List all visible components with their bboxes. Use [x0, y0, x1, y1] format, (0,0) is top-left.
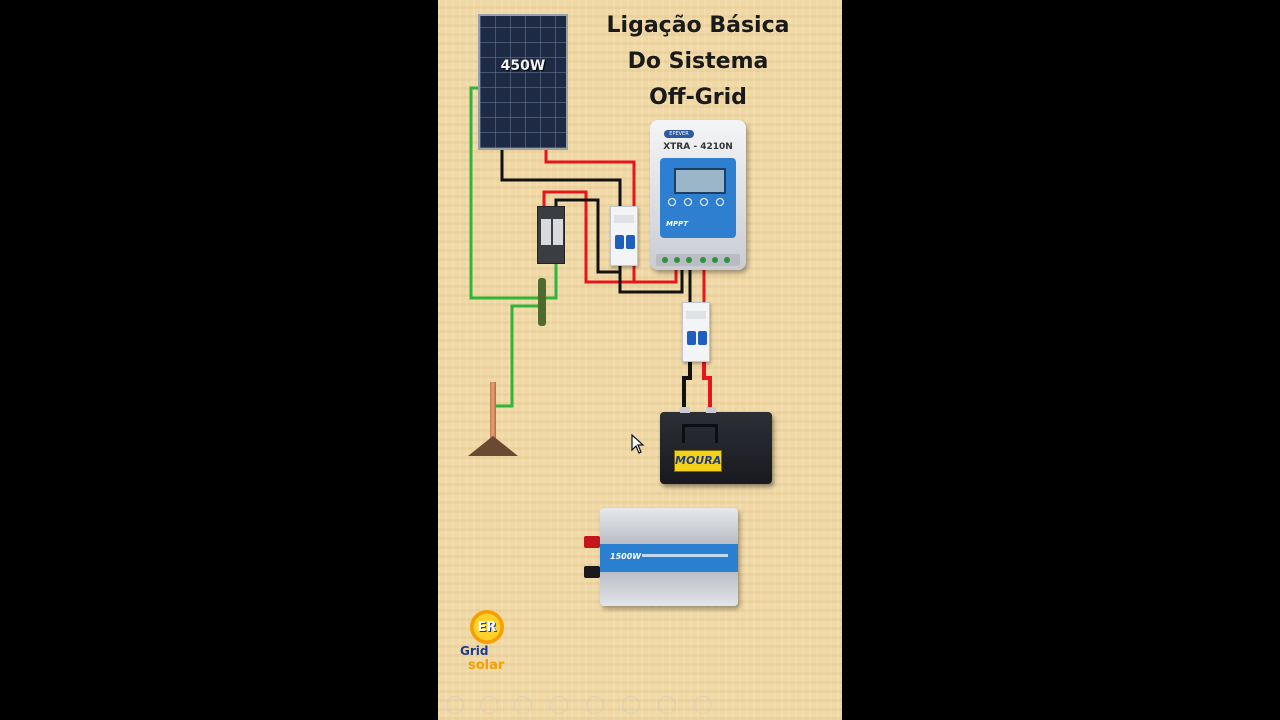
pv-breaker-toggle-1 — [615, 235, 624, 249]
battery-breaker — [682, 302, 710, 362]
title-line-2: Do Sistema — [627, 49, 769, 74]
battery-brand: MOURA — [675, 454, 722, 467]
controller-terminals — [656, 254, 740, 266]
cursor-icon — [631, 434, 645, 454]
surge-module-2 — [553, 219, 563, 245]
breaker-controller-negative — [618, 266, 684, 294]
controller-brand: EPEVER — [664, 130, 694, 138]
screen-icon[interactable] — [622, 696, 640, 714]
ground-wire-rod — [494, 304, 540, 408]
forward-icon[interactable] — [480, 696, 498, 714]
grounding-rod-icon — [490, 382, 496, 442]
video-toolbar[interactable] — [438, 692, 842, 718]
video-frame: Ligação Básica Do Sistema Off-Grid 450W … — [438, 0, 842, 720]
terminal — [724, 257, 730, 263]
logo-bottom-text: solar — [468, 658, 505, 673]
battery-negative-wire — [682, 362, 692, 410]
panel-positive-wire — [544, 150, 636, 208]
terminal — [686, 257, 692, 263]
inverter-positive-terminal — [584, 536, 600, 548]
panel-negative-wire — [500, 150, 622, 208]
logo-sun-icon — [470, 610, 504, 644]
battery-positive-wire — [702, 362, 712, 410]
subtitles-icon[interactable] — [658, 696, 676, 714]
breaker-controller-positive — [632, 266, 678, 284]
pv-breaker-label — [614, 215, 634, 223]
pv-breaker — [610, 206, 638, 266]
surge-module-1 — [541, 219, 551, 245]
terminal — [674, 257, 680, 263]
back-icon[interactable] — [446, 696, 464, 714]
controller-button-3 — [700, 198, 708, 206]
pen-icon[interactable] — [514, 696, 532, 714]
battery-handle — [682, 424, 718, 443]
pv-breaker-toggle-2 — [626, 235, 635, 249]
soil-mound — [468, 436, 518, 456]
battery-positive-post — [706, 407, 716, 413]
controller-model: XTRA - 4210N — [663, 142, 733, 152]
inverter-rating: 1500W — [610, 552, 642, 561]
terminal — [662, 257, 668, 263]
slides-icon[interactable] — [550, 696, 568, 714]
logo-top-text: ER — [477, 620, 497, 635]
controller-type-label: MPPT — [666, 220, 689, 228]
controller-face: MPPT — [660, 158, 736, 238]
solar-panel: 450W — [478, 14, 568, 150]
battery-label-box: MOURA — [674, 450, 722, 472]
inverter: 1500W — [584, 508, 738, 606]
surge-protector — [537, 206, 565, 264]
inverter-label-band: 1500W — [600, 544, 738, 572]
logo-middle-text: Grid — [460, 644, 489, 658]
controller-button-2 — [684, 198, 692, 206]
controller-button-4 — [716, 198, 724, 206]
battery-negative-post — [680, 407, 690, 413]
controller-display — [674, 168, 726, 194]
ground-wire-dps — [544, 262, 558, 300]
battery-breaker-toggle-1 — [687, 331, 696, 345]
inverter-stripe — [642, 554, 728, 557]
title-line-1: Ligação Básica — [606, 13, 790, 38]
controller-button-1 — [668, 198, 676, 206]
terminal — [712, 257, 718, 263]
battery: MOURA — [660, 407, 772, 484]
inverter-negative-terminal — [584, 566, 600, 578]
battery-breaker-toggle-2 — [698, 331, 707, 345]
title-line-3: Off-Grid — [649, 85, 747, 110]
zoom-icon[interactable] — [586, 696, 604, 714]
more-icon[interactable] — [694, 696, 712, 714]
charge-controller: EPEVER XTRA - 4210N MPPT — [650, 120, 746, 270]
brand-logo: ER Grid solar — [458, 608, 518, 678]
solar-panel-label: 450W — [500, 58, 546, 74]
diagram-title: Ligação Básica Do Sistema Off-Grid — [598, 8, 798, 116]
battery-breaker-label — [686, 311, 706, 319]
ground-bar — [538, 278, 546, 326]
terminal — [700, 257, 706, 263]
